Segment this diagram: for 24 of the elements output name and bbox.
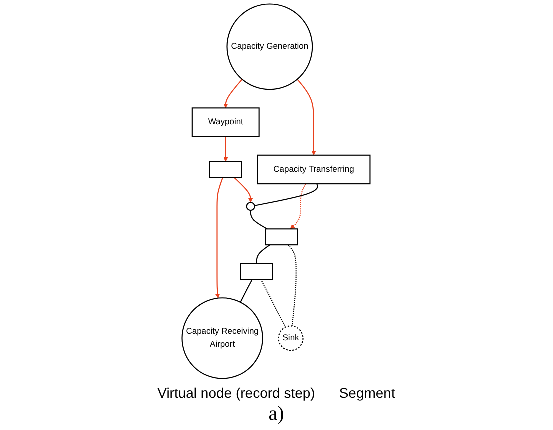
- node-box: [266, 228, 298, 246]
- connector: [254, 184, 318, 206]
- caption: a): [268, 403, 284, 426]
- connector: [250, 210, 268, 230]
- node-box: Waypoint: [192, 108, 260, 138]
- node-box: Capacity Transferring: [257, 154, 372, 185]
- node-circle: Capacity Generation: [226, 4, 314, 90]
- connector: [288, 244, 298, 326]
- arrow: [297, 79, 317, 156]
- arrow: [234, 177, 254, 203]
- connector: [260, 279, 286, 328]
- node-circle: [246, 202, 256, 212]
- annotation-text: Segment: [339, 385, 396, 401]
- node-circle: Sink: [278, 326, 304, 352]
- arrow: [224, 79, 243, 108]
- arrow: [216, 178, 224, 299]
- node-box: [210, 161, 243, 178]
- node-box: [240, 263, 274, 280]
- connector: [256, 244, 271, 264]
- arrow: [290, 184, 307, 230]
- annotation-text: Virtual node (record step): [158, 385, 316, 401]
- node-circle: Capacity Receiving Airport: [182, 298, 264, 380]
- connector: [240, 279, 254, 303]
- arrow: [224, 136, 228, 162]
